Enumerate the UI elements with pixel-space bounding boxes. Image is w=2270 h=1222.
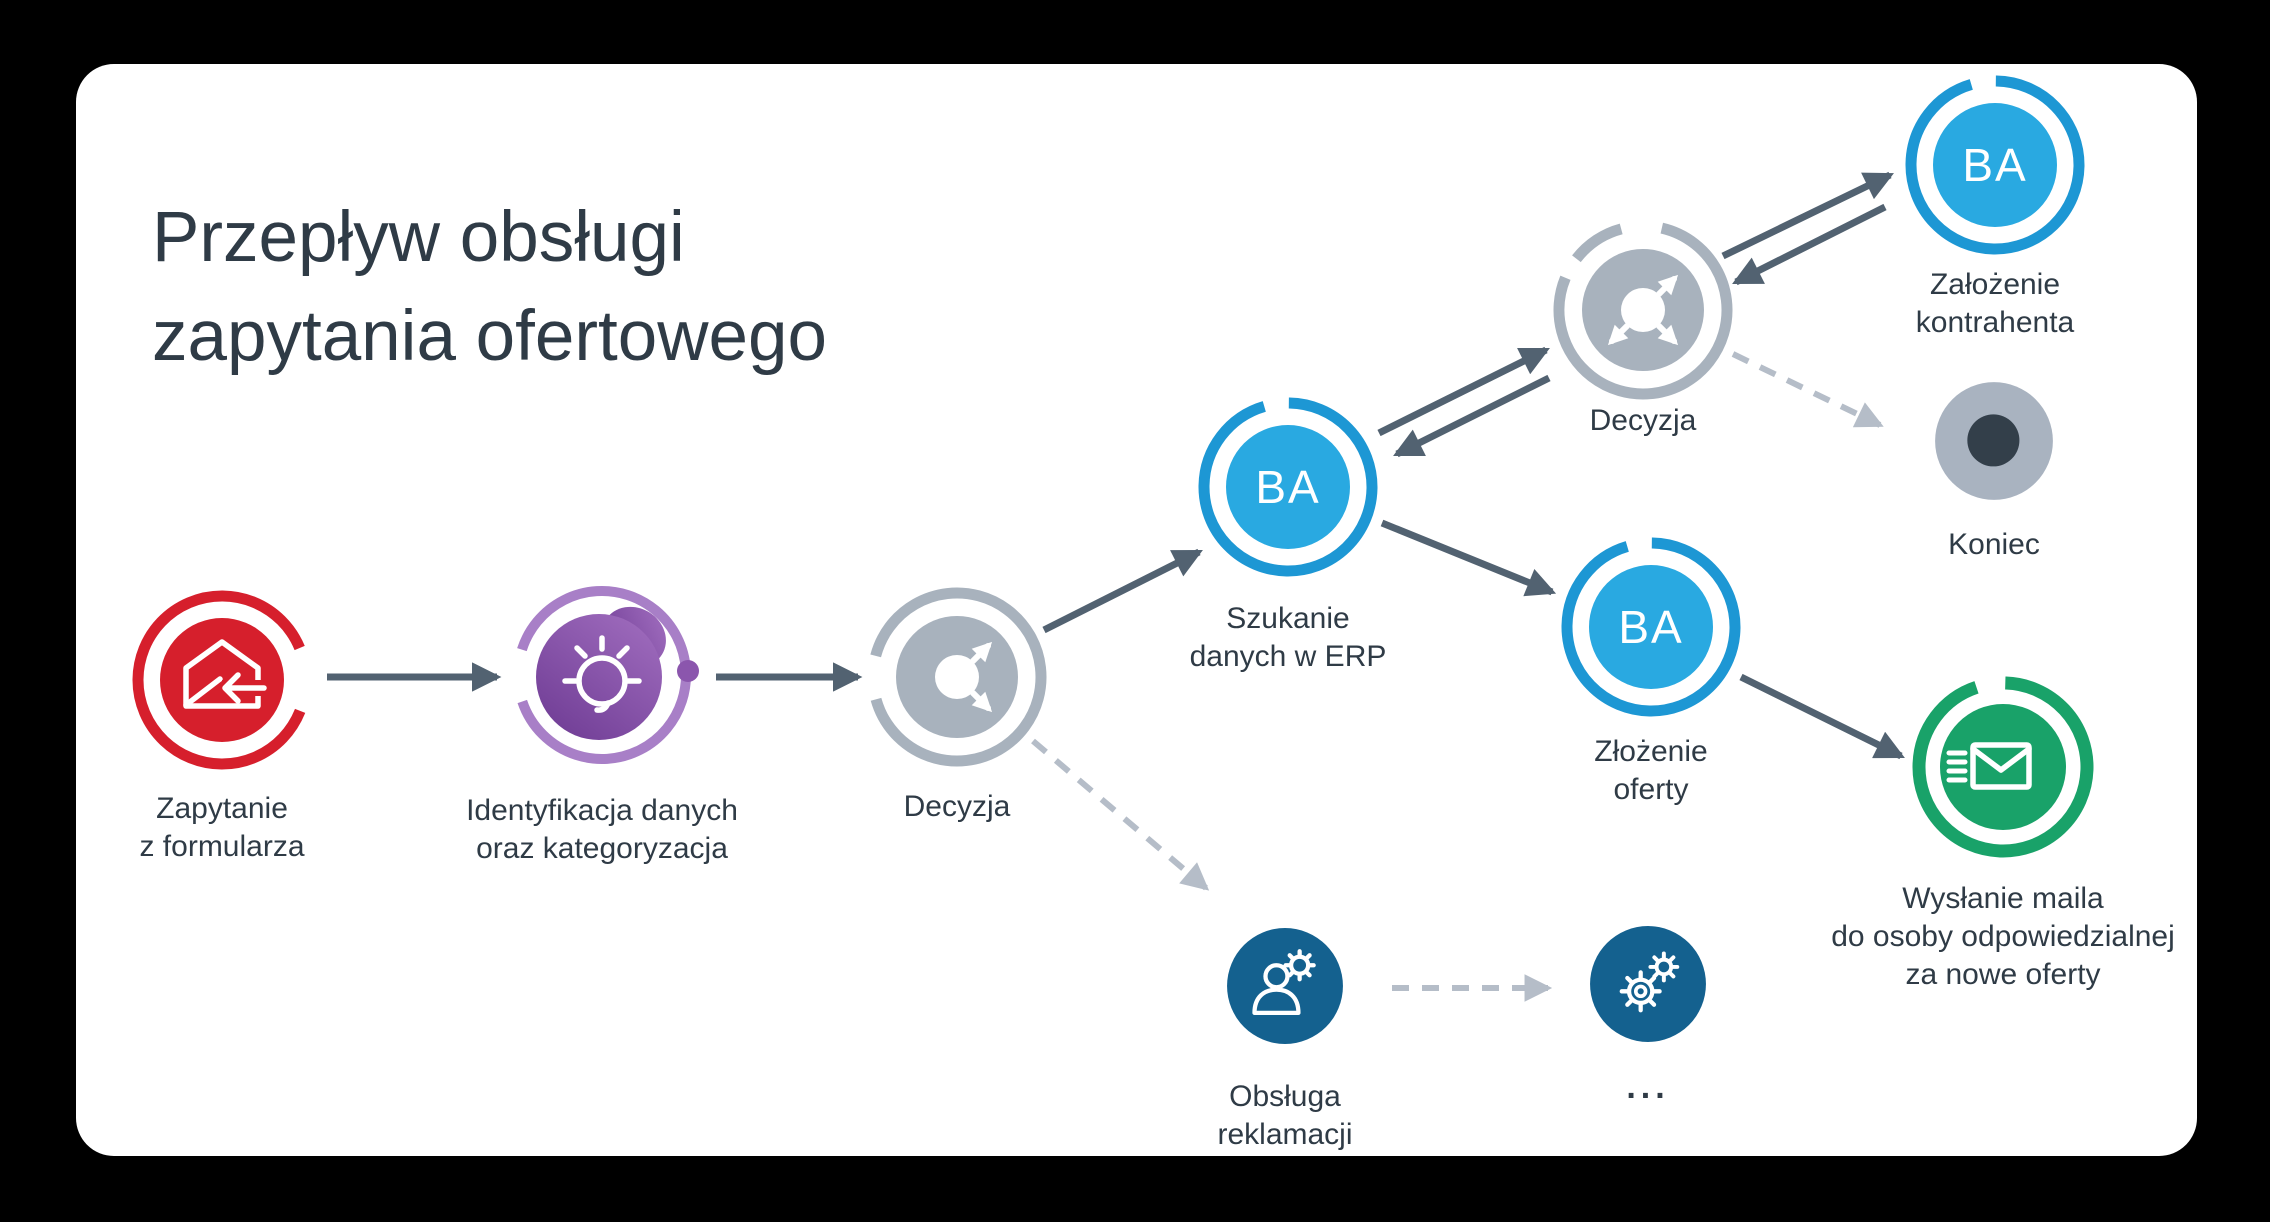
decision-split-icon <box>1553 220 1733 400</box>
node-zalozenie-kontrahenta: BA Założenie kontrahenta <box>1895 65 2095 339</box>
node-label: Szukanie danych w ERP <box>1189 602 1387 673</box>
node-identyfikacja-danych: Identyfikacja danych oraz kategoryzacja <box>466 575 738 865</box>
page-title-line1: Przepływ obsługi <box>152 198 685 277</box>
ba-badge-text: BA <box>1618 601 1683 653</box>
ba-badge-text: BA <box>1962 139 2027 191</box>
page-title-line2: zapytania ofertowego <box>152 297 827 376</box>
node-label: Zapytanie z formularza <box>139 792 305 863</box>
node-obsluga-reklamacji: Obsługa reklamacji <box>1217 925 1353 1151</box>
end-dot-icon <box>1935 382 2053 500</box>
node-decyzja-1: Decyzja <box>857 577 1057 823</box>
node-label: Decyzja <box>903 790 1011 823</box>
node-label: Wysłanie maila do osoby odpowiedzialnej … <box>1831 882 2175 991</box>
node-dalsze-kroki: ... <box>1587 923 1709 1106</box>
node-label: Koniec <box>1948 528 2040 561</box>
node-szukanie-danych-erp: BA Szukanie danych w ERP <box>1188 387 1388 673</box>
node-koniec: Koniec <box>1932 379 2056 561</box>
node-decyzja-2: Decyzja <box>1543 210 1743 437</box>
gears-icon <box>1590 926 1706 1042</box>
mail-received-icon <box>132 590 312 770</box>
node-label: Obsługa reklamacji <box>1217 1080 1353 1151</box>
person-gear-icon <box>1227 928 1343 1044</box>
ba-bot-icon: BA <box>1905 75 2085 255</box>
node-label: Decyzja <box>1589 404 1697 437</box>
node-label: Identyfikacja danych oraz kategoryzacja <box>466 794 738 865</box>
ba-badge-text: BA <box>1255 461 1320 513</box>
node-zlozenie-oferty: BA Złożenie oferty <box>1551 527 1751 806</box>
node-wyslanie-maila: Wysłanie maila do osoby odpowiedzialnej … <box>1831 667 2175 991</box>
ba-bot-icon: BA <box>1198 397 1378 577</box>
decision-split-icon <box>867 587 1047 767</box>
node-label: ... <box>1626 1068 1670 1106</box>
page-title: Przepływ obsługi zapytania ofertowego <box>152 188 827 386</box>
node-label: Założenie kontrahenta <box>1915 268 2075 339</box>
mail-send-icon <box>1912 676 2094 858</box>
node-zapytanie-z-formularza: Zapytanie z formularza <box>122 580 322 863</box>
idea-bulb-icon <box>513 586 699 764</box>
node-label: Złożenie oferty <box>1594 735 1708 806</box>
ba-bot-icon: BA <box>1561 537 1741 717</box>
